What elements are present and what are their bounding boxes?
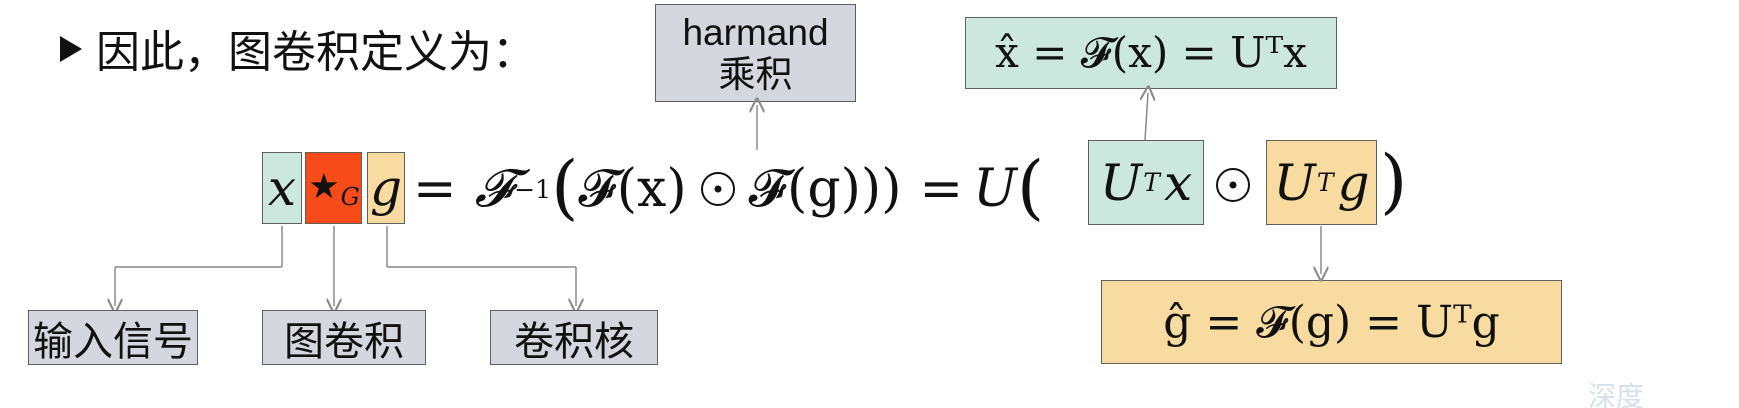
u-transpose-g-t: T <box>1316 168 1334 197</box>
equals-one: = <box>413 159 457 219</box>
u-transpose-g-box: U T g <box>1266 140 1377 225</box>
inverse-fourier-symbol: 𝓕 <box>474 158 513 219</box>
inverse-exponent: −1 <box>514 174 552 204</box>
equals-two: = <box>919 159 964 219</box>
input-signal-box: 输入信号 <box>28 310 198 365</box>
u-transpose-g-u: U <box>1273 153 1316 212</box>
graph-subscript: G <box>340 183 360 211</box>
left-right-paren: ( <box>1016 146 1045 228</box>
left-big-paren: ( <box>551 146 579 228</box>
x-symbol: x <box>267 159 297 217</box>
x-hat-definition-box: x̂ = 𝓕(x) = Uᵀx <box>965 17 1337 89</box>
watermark-text: 深度 <box>1588 380 1645 408</box>
arrow-bullet-icon <box>60 36 82 62</box>
x-hat-arrow <box>1145 93 1148 141</box>
heading-row: 因此，图卷积定义为： <box>60 18 536 78</box>
closing-parens: )) <box>860 159 902 219</box>
hadamard-operator-icon-right <box>1216 168 1250 202</box>
harmand-label: harmand <box>682 12 829 54</box>
u-transpose-x-u: U <box>1099 153 1142 212</box>
product-label: 乘积 <box>718 53 793 97</box>
g-symbol: g <box>369 159 402 217</box>
u-transpose-x-t: T <box>1143 168 1160 197</box>
graph-convolution-label-box: 图卷积 <box>262 310 426 365</box>
g-kernel-box: g <box>367 152 405 224</box>
u-transpose-x-box: U T x <box>1088 140 1204 225</box>
harmand-product-box: harmand 乘积 <box>655 4 856 102</box>
u-symbol: U <box>973 159 1017 219</box>
star-symbol: ★ <box>308 167 340 207</box>
input-signal-label: 输入信号 <box>33 318 193 365</box>
heading-text: 因此，图卷积定义为： <box>96 27 536 78</box>
convolution-kernel-box: 卷积核 <box>490 310 658 365</box>
g-hat-definition: ĝ = 𝓕(g) = Uᵀg <box>1163 296 1500 348</box>
graph-convolution-operator-box: ★ G <box>305 152 362 224</box>
equation-middle: = 𝓕 −1 ( 𝓕(x) 𝓕(g) )) = U ( <box>413 150 1044 228</box>
u-transpose-x-x: x <box>1163 153 1193 212</box>
fourier-x: 𝓕(x) <box>578 158 687 219</box>
graph-convolution-label: 图卷积 <box>284 318 404 365</box>
closing-right-paren: ) <box>1380 140 1408 222</box>
g-hat-definition-box: ĝ = 𝓕(g) = Uᵀg <box>1101 280 1562 364</box>
hadamard-operator-icon <box>700 172 735 206</box>
convolution-kernel-label: 卷积核 <box>514 318 634 365</box>
fourier-g: 𝓕(g) <box>748 158 861 219</box>
x-hat-definition: x̂ = 𝓕(x) = Uᵀx <box>995 28 1307 77</box>
u-transpose-g-g: g <box>1337 153 1370 212</box>
x-signal-box: x <box>262 152 302 224</box>
